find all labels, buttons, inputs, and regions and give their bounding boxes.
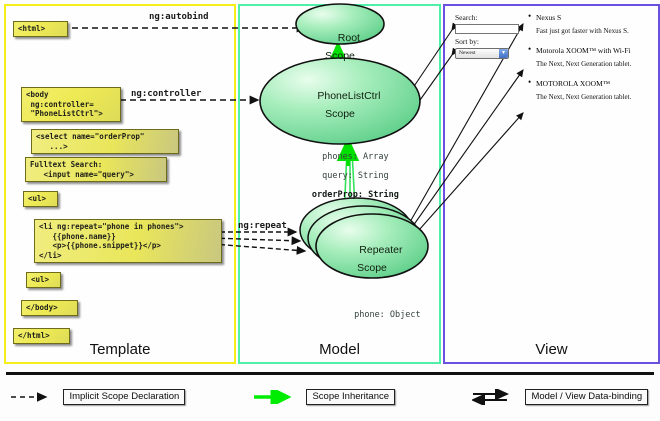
phone-snippet: The Next, Next Generation tablet. [536,60,632,68]
prop-query: query: String [322,170,389,181]
code-box-body-controller[interactable]: <body ng:controller= "PhoneListCtrl"> [21,87,121,122]
phonelistctrl-scope-props: phones: Array query: String orderProp: S… [265,143,415,210]
code-box-ul-open[interactable]: <ul> [23,191,58,207]
column-title-model: Model [319,341,360,358]
list-item[interactable]: Nexus S Fast just got faster with Nexus … [527,11,652,37]
sort-select-value: Newest [459,50,476,56]
wire-label-ng-repeat: ng:repeat [238,221,287,231]
view-form: Search: Sort by: Newest ▾ [455,13,527,59]
legend-model-view-data-binding: Model / View Data-binding [472,388,649,405]
prop-phone: phone: Object [354,309,421,320]
legend-scope-inheritance: Scope Inheritance [253,388,396,405]
repeater-scope-props: phone: Object [322,301,422,330]
list-item[interactable]: Motorola XOOM™ with Wi-Fi The Next, Next… [527,44,652,70]
prop-orderprop: orderProp: String [311,189,399,200]
code-box-ul-close[interactable]: <ul> [26,272,61,288]
code-box-li-ngrepeat[interactable]: <li ng:repeat="phone in phones"> {{phone… [34,219,222,263]
phone-list: Nexus S Fast just got faster with Nexus … [527,11,652,111]
repeater-scope-title: Repeater Scope [357,244,403,274]
search-label: Search: [455,13,478,22]
sort-select[interactable]: Newest ▾ [455,48,509,59]
wire-label-ng-controller: ng:controller [131,89,202,99]
code-box-html-close[interactable]: </html> [13,328,70,344]
label-phonelistctrl-scope: PhoneListCtrl Scope phones: Array query:… [265,68,415,246]
phone-snippet: Fast just got faster with Nexus S. [536,27,629,35]
sort-label: Sort by: [455,37,479,46]
code-box-html-open[interactable]: <html> [13,21,68,37]
column-title-view: View [535,341,568,358]
phone-name[interactable]: Motorola XOOM™ with Wi-Fi [527,44,652,56]
legend-divider [6,372,654,375]
legend-label: Scope Inheritance [306,388,396,405]
legend-label: Implicit Scope Declaration [63,388,186,405]
legend-label: Model / View Data-binding [525,388,649,405]
chevron-down-icon: ▾ [499,49,508,58]
column-title-template: Template [89,341,151,358]
legend-implicit-scope-declaration: Implicit Scope Declaration [10,388,186,405]
phone-name[interactable]: MOTOROLA XOOM™ [527,77,652,89]
double-arrow-icon [472,388,509,405]
phone-snippet: The Next, Next Generation tablet. [536,93,632,101]
code-box-fulltext-search[interactable]: Fulltext Search: <input name="query"> [25,157,167,182]
search-input[interactable] [455,24,519,34]
list-item[interactable]: MOTOROLA XOOM™ The Next, Next Generation… [527,77,652,103]
code-box-body-close[interactable]: </body> [21,300,78,316]
wire-label-ng-autobind: ng:autobind [149,12,209,22]
dashed-arrow-icon [11,391,48,402]
label-repeater-scope: Repeater Scope phone: Object [322,222,422,366]
phone-name[interactable]: Nexus S [527,11,652,23]
prop-phones: phones: Array [322,151,389,162]
label-root-scope: Root Scope [300,10,380,82]
green-arrow-icon [254,389,292,404]
phonelistctrl-scope-title: PhoneListCtrl Scope [317,90,381,120]
root-scope-title: Root Scope [325,32,360,62]
code-box-select-orderprop[interactable]: <select name="orderProp" ...> [31,129,179,154]
